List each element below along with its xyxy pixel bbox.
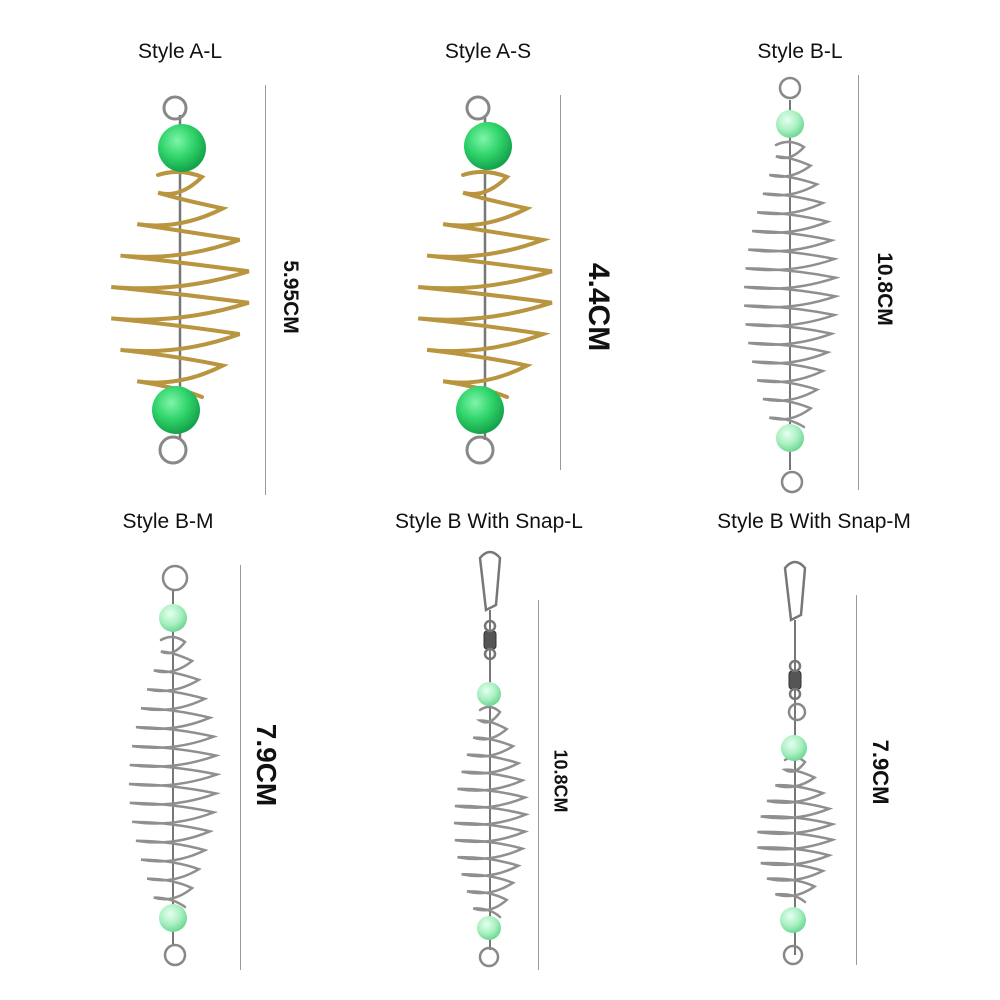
style-label-b-snap-m: Style B With Snap-M [717, 510, 911, 533]
style-label-b-m: Style B-M [122, 510, 214, 533]
style-label-a-s: Style A-S [444, 40, 532, 63]
feeder-b-snap-l [453, 550, 531, 968]
feeder-a-s [417, 95, 553, 465]
measure-line-a-l [265, 85, 266, 495]
feeder-b-m [128, 564, 222, 967]
style-label-b-l: Style B-L [757, 40, 843, 63]
feeder-b-l [744, 76, 841, 494]
measure-line-b-m [240, 565, 241, 970]
style-label-b-snap-l: Style B With Snap-L [395, 510, 583, 533]
measure-line-b-snap-l [538, 600, 539, 970]
feeder-b-snap-m [757, 560, 837, 966]
measure-line-b-snap-m [856, 595, 857, 965]
measure-line-b-l [858, 75, 859, 490]
measure-line-a-s [560, 95, 561, 470]
style-label-a-l: Style A-L [137, 40, 223, 63]
feeder-a-l [111, 95, 250, 465]
